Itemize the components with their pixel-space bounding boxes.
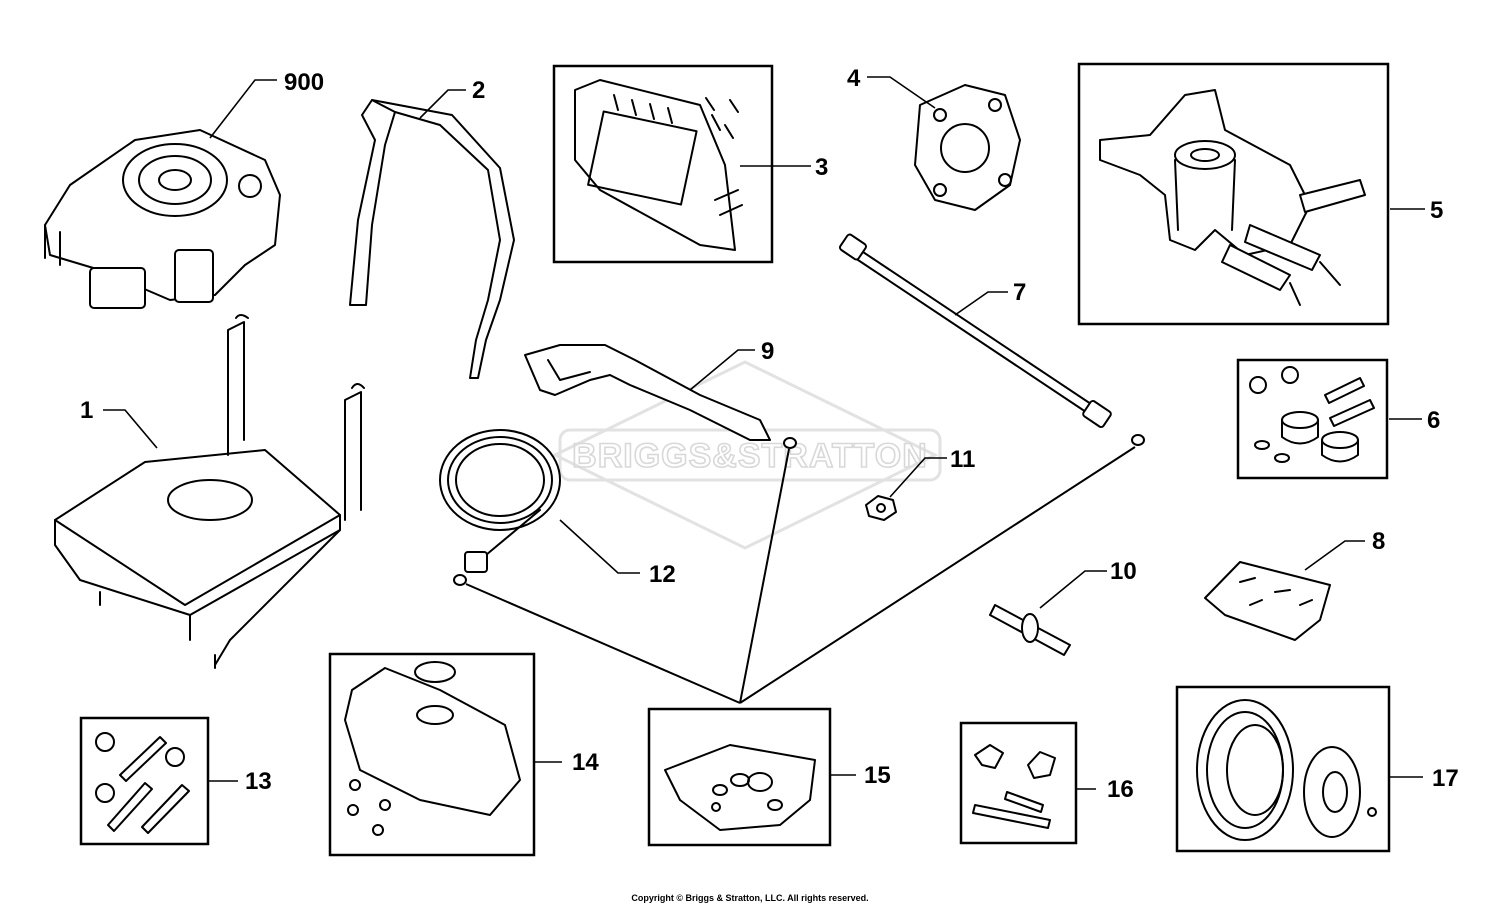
callout-8: 8 xyxy=(1372,528,1385,555)
part-17-box[interactable] xyxy=(1175,685,1391,853)
part-1-frame[interactable] xyxy=(54,314,365,669)
callout-900: 900 xyxy=(284,69,324,96)
callout-14: 14 xyxy=(572,749,599,776)
callout-leaders xyxy=(103,76,1425,790)
part-6-box[interactable] xyxy=(1236,358,1389,480)
watermark-text: BRIGGS&STRATTON xyxy=(572,437,928,475)
part-10-axle[interactable] xyxy=(989,604,1071,656)
callout-11: 11 xyxy=(950,446,975,473)
part-14-fuel-tank xyxy=(344,661,521,836)
part-14-box[interactable] xyxy=(328,652,536,857)
part-8-nozzle-kit[interactable] xyxy=(1204,561,1331,641)
part-4-flange[interactable] xyxy=(914,84,1021,211)
part-15-gasket-kit xyxy=(664,744,816,831)
callout-17: 17 xyxy=(1432,765,1459,792)
callout-12: 12 xyxy=(649,561,676,588)
part-13-bolts xyxy=(95,732,190,834)
part-6-hardware-kit xyxy=(1249,366,1375,463)
callout-6: 6 xyxy=(1427,407,1440,434)
part-2-handle[interactable] xyxy=(349,99,515,379)
callout-13: 13 xyxy=(245,768,272,795)
watermark: BRIGGS&STRATTON xyxy=(551,360,942,550)
part-3-control-panel xyxy=(574,79,743,251)
callout-5: 5 xyxy=(1430,197,1443,224)
part-5-pump xyxy=(1099,89,1366,306)
part-7-wand[interactable] xyxy=(839,233,1145,446)
leader-9-15 xyxy=(739,448,790,704)
part-16-box[interactable] xyxy=(959,721,1078,845)
copyright-notice: Copyright © Briggs & Stratton, LLC. All … xyxy=(631,893,869,903)
callout-16: 16 xyxy=(1107,776,1134,803)
callout-3: 3 xyxy=(815,154,828,181)
leader-12-15 xyxy=(465,583,741,704)
callout-7: 7 xyxy=(1013,279,1026,306)
callout-10: 10 xyxy=(1110,558,1137,585)
part-900-engine[interactable] xyxy=(44,129,281,309)
part-15-box[interactable] xyxy=(647,707,832,847)
part-9-gun[interactable] xyxy=(524,344,797,449)
callout-15: 15 xyxy=(864,762,891,789)
part-3-box[interactable] xyxy=(552,64,774,264)
callout-9: 9 xyxy=(761,338,774,365)
part-16-knobs xyxy=(972,744,1056,829)
part-5-box[interactable] xyxy=(1077,62,1390,326)
callout-1: 1 xyxy=(80,397,93,424)
part-12-hose[interactable] xyxy=(439,429,561,586)
part-11-nut[interactable] xyxy=(865,495,897,521)
callout-2: 2 xyxy=(472,77,485,104)
leader-7-15 xyxy=(739,446,1136,704)
part-17-wheel xyxy=(1196,699,1377,841)
callout-4: 4 xyxy=(847,65,861,92)
